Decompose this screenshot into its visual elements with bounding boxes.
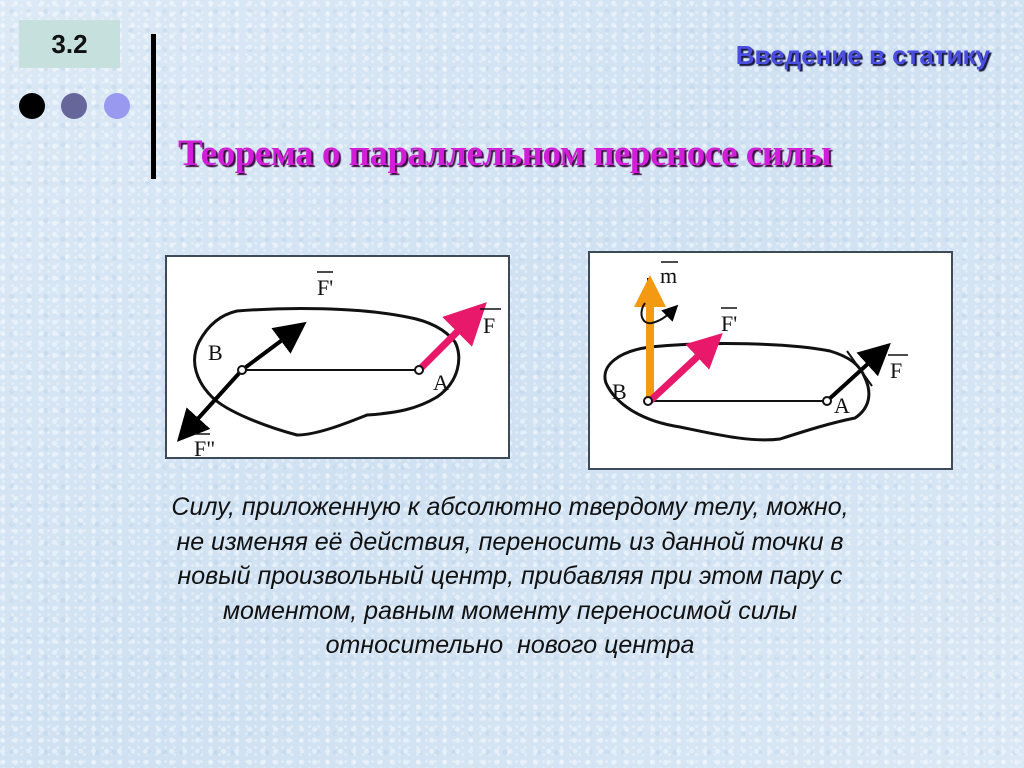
slide-number-badge: 3.2 [19,20,120,68]
theorem-statement: Силу, приложенную к абсолютно твердому т… [140,490,880,663]
label-B: B [208,340,223,365]
label-F-double-prime: F" [194,436,215,461]
slide-number: 3.2 [51,28,88,59]
nav-dot-2 [61,93,87,119]
label-A: A [834,393,850,418]
point-A-marker [414,365,424,375]
diagram-left: B A F' F F" [176,271,501,461]
point-B-marker [237,365,247,375]
rigid-body-outline [603,342,871,442]
caption-line: не изменяя её действия, переносить из да… [176,527,844,556]
label-F-prime: F' [721,311,737,336]
label-A: A [433,370,449,395]
label-B: B [612,379,627,404]
figure-right-moment-pair: B A m F' F [588,251,953,470]
page-title: Теорема о параллельном переносе силы [178,133,832,174]
label-moment-m: m [660,263,677,288]
figure-left-force-pair: B A F' F F" [165,255,510,461]
caption-line: относительно нового центра [325,631,695,659]
point-A-marker [822,396,832,406]
nav-dot-1 [19,93,45,119]
section-title: Введение в статику [735,40,990,70]
caption-line: моментом, равным моменту переносимой сил… [222,596,798,625]
point-B-marker [643,396,653,406]
nav-dot-3 [104,93,130,119]
caption-line: Силу, приложенную к абсолютно твердому т… [171,493,849,521]
caption-line: новый произвольный центр, прибавляя при … [177,562,843,590]
label-F: F [483,313,495,338]
vertical-divider [151,34,156,179]
rigid-body-outline [193,307,461,437]
label-F: F [890,358,902,383]
diagram-right: B A m F' F [603,261,908,442]
label-F-prime: F' [317,275,333,300]
